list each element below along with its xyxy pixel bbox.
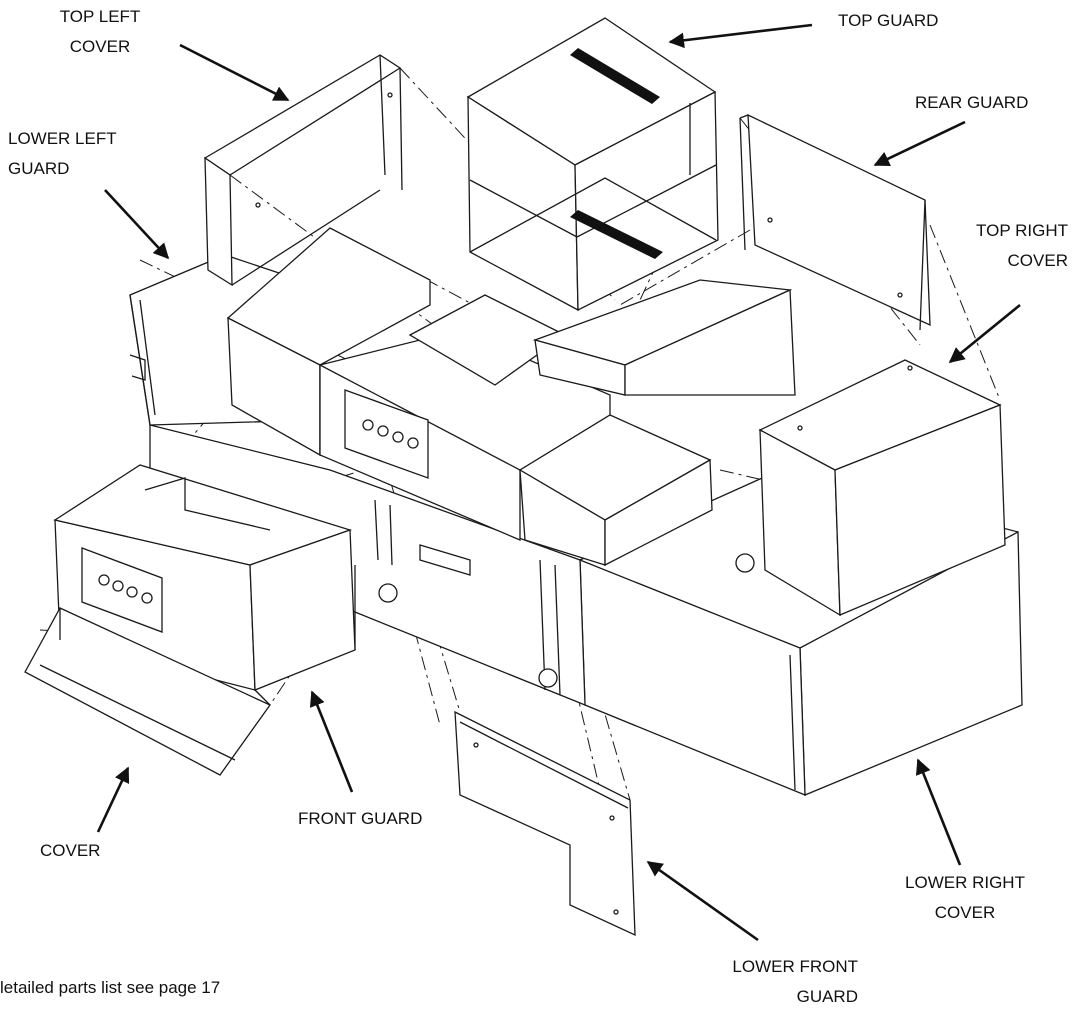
arrow-cover bbox=[96, 766, 130, 833]
label-top-left-cover-line1: TOP LEFT bbox=[59, 7, 141, 26]
label-lower-right-cover-line1: LOWER RIGHT bbox=[905, 873, 1025, 892]
label-lower-front-guard-line1: LOWER FRONT bbox=[732, 957, 858, 976]
label-top-left-cover-line2: COVER bbox=[69, 37, 131, 56]
label-top-left-cover: TOP LEFT COVER bbox=[40, 2, 160, 62]
label-top-guard: TOP GUARD bbox=[838, 11, 939, 30]
label-lower-right-cover-line2: COVER bbox=[934, 903, 996, 922]
label-lower-right-cover: LOWER RIGHT COVER bbox=[890, 868, 1040, 928]
label-lower-left-guard-line2: GUARD bbox=[8, 159, 70, 178]
centre-upper-body bbox=[226, 227, 611, 541]
top-right-cover-part bbox=[758, 359, 1006, 617]
arrow-top-left-cover bbox=[179, 43, 290, 102]
cover-part bbox=[24, 607, 271, 776]
lower-body-part bbox=[149, 424, 755, 706]
top-guard-part bbox=[466, 17, 719, 312]
arrow-front-guard bbox=[309, 690, 354, 793]
label-cover: COVER bbox=[40, 841, 101, 860]
label-top-right-cover: TOP RIGHT COVER bbox=[930, 216, 1068, 276]
top-left-cover-part bbox=[203, 54, 403, 287]
right-upper-body bbox=[518, 279, 796, 567]
arrow-top-right-cover bbox=[948, 303, 1021, 364]
arrow-lower-left-guard bbox=[104, 189, 170, 260]
front-cover-box bbox=[53, 464, 356, 691]
label-rear-guard: REAR GUARD bbox=[915, 93, 1029, 112]
parts-list-footnote: letailed parts list see page 17 bbox=[0, 978, 221, 997]
arrow-rear-guard bbox=[873, 120, 966, 167]
label-lower-left-guard-line1: LOWER LEFT bbox=[8, 129, 117, 148]
label-lower-front-guard: LOWER FRONT GUARD bbox=[700, 952, 858, 1009]
label-lower-front-guard-line2: GUARD bbox=[796, 987, 858, 1006]
arrow-lower-front-guard bbox=[646, 860, 759, 942]
label-front-guard: FRONT GUARD bbox=[298, 809, 423, 828]
leader-arrows bbox=[96, 23, 1021, 942]
arrow-lower-right-cover bbox=[915, 758, 962, 866]
lower-front-guard-part bbox=[454, 710, 636, 937]
rear-guard-part bbox=[739, 113, 931, 331]
label-lower-left-guard: LOWER LEFT GUARD bbox=[8, 124, 117, 184]
label-top-right-cover-line2: COVER bbox=[1007, 251, 1068, 270]
label-top-right-cover-line1: TOP RIGHT bbox=[976, 221, 1068, 240]
arrow-top-guard bbox=[668, 23, 813, 49]
